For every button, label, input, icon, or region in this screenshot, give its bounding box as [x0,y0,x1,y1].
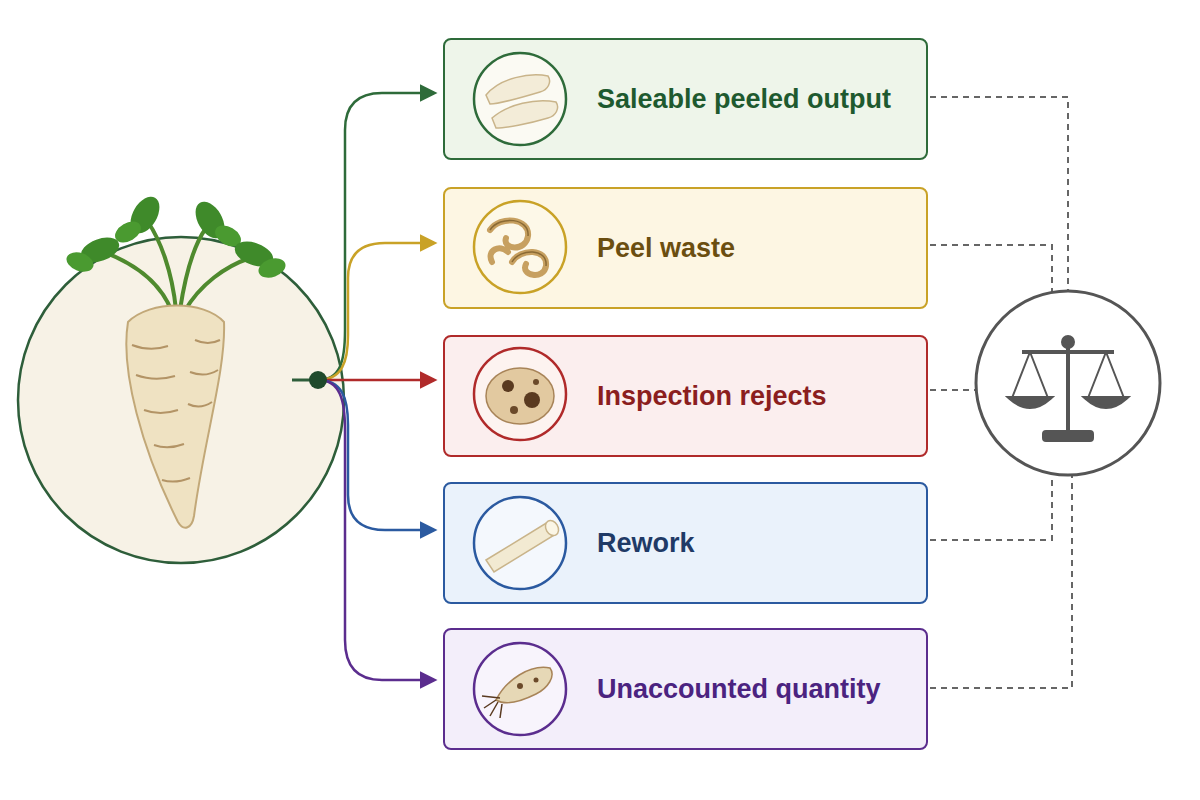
category-box: Inspection rejects [443,335,928,457]
junction-dot [309,371,327,389]
parsnip-illustration [64,192,288,528]
rework-icon [474,497,566,589]
branch-arrow [318,93,434,380]
branch-arrow [318,379,434,382]
reject-icon [474,348,566,440]
category-box: Unaccounted quantity [443,628,928,750]
balance-circle [976,291,1160,475]
text-stack: Rework [597,527,695,559]
box-label: Inspection rejects [597,380,827,412]
peel-icon [474,201,566,293]
box-label: Rework [597,527,695,559]
box-label: Peel waste [597,232,735,264]
text-stack: Saleable peeled output [597,83,891,115]
output-icon [474,53,566,145]
branch-arrow [318,380,434,530]
box-label: Saleable peeled output [597,83,891,115]
branch-arrow [318,243,434,380]
category-box: Saleable peeled output [443,38,928,160]
unaccounted-icon [474,643,566,735]
box-label: Unaccounted quantity [597,673,881,705]
text-stack: Unaccounted quantity [597,673,881,705]
branch-arrow [318,380,434,680]
text-stack: Inspection rejects [597,380,827,412]
category-box: Rework [443,482,928,604]
category-box: Peel waste [443,187,928,309]
source-ellipse [18,237,344,563]
scale-symbol [1010,337,1126,440]
text-stack: Peel waste [597,232,735,264]
